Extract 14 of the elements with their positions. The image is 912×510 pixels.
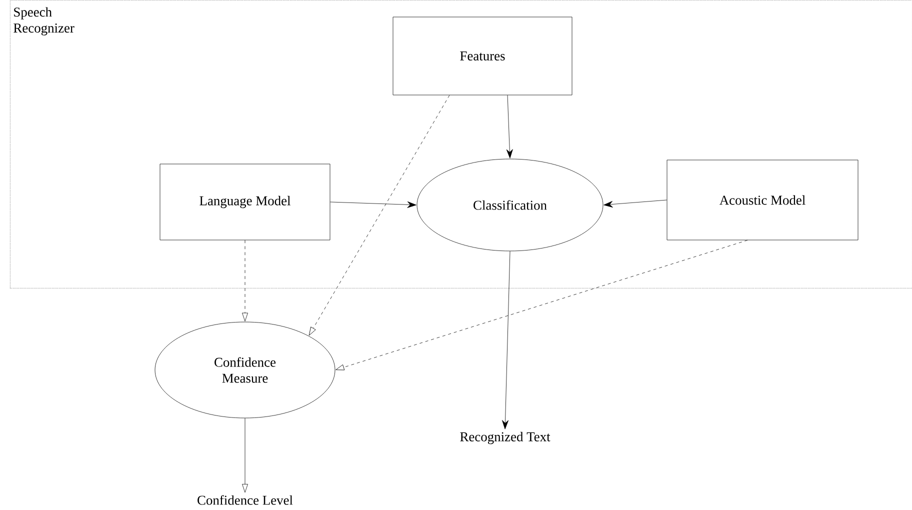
arrow (336, 240, 748, 370)
arrow (330, 201, 416, 208)
arrow (242, 240, 248, 322)
arrow (604, 200, 667, 208)
group-label: Speech Recognizer (14, 7, 74, 36)
output-text: Recognized Text (460, 432, 550, 444)
arrow (308, 95, 450, 336)
process-box: Features (392, 16, 572, 96)
arrow (242, 418, 248, 493)
arrow (502, 251, 510, 430)
arrow (506, 95, 513, 158)
process-box: Acoustic Model (666, 160, 858, 240)
process-box: Language Model (160, 164, 330, 240)
output-text: Confidence Level (198, 495, 293, 505)
